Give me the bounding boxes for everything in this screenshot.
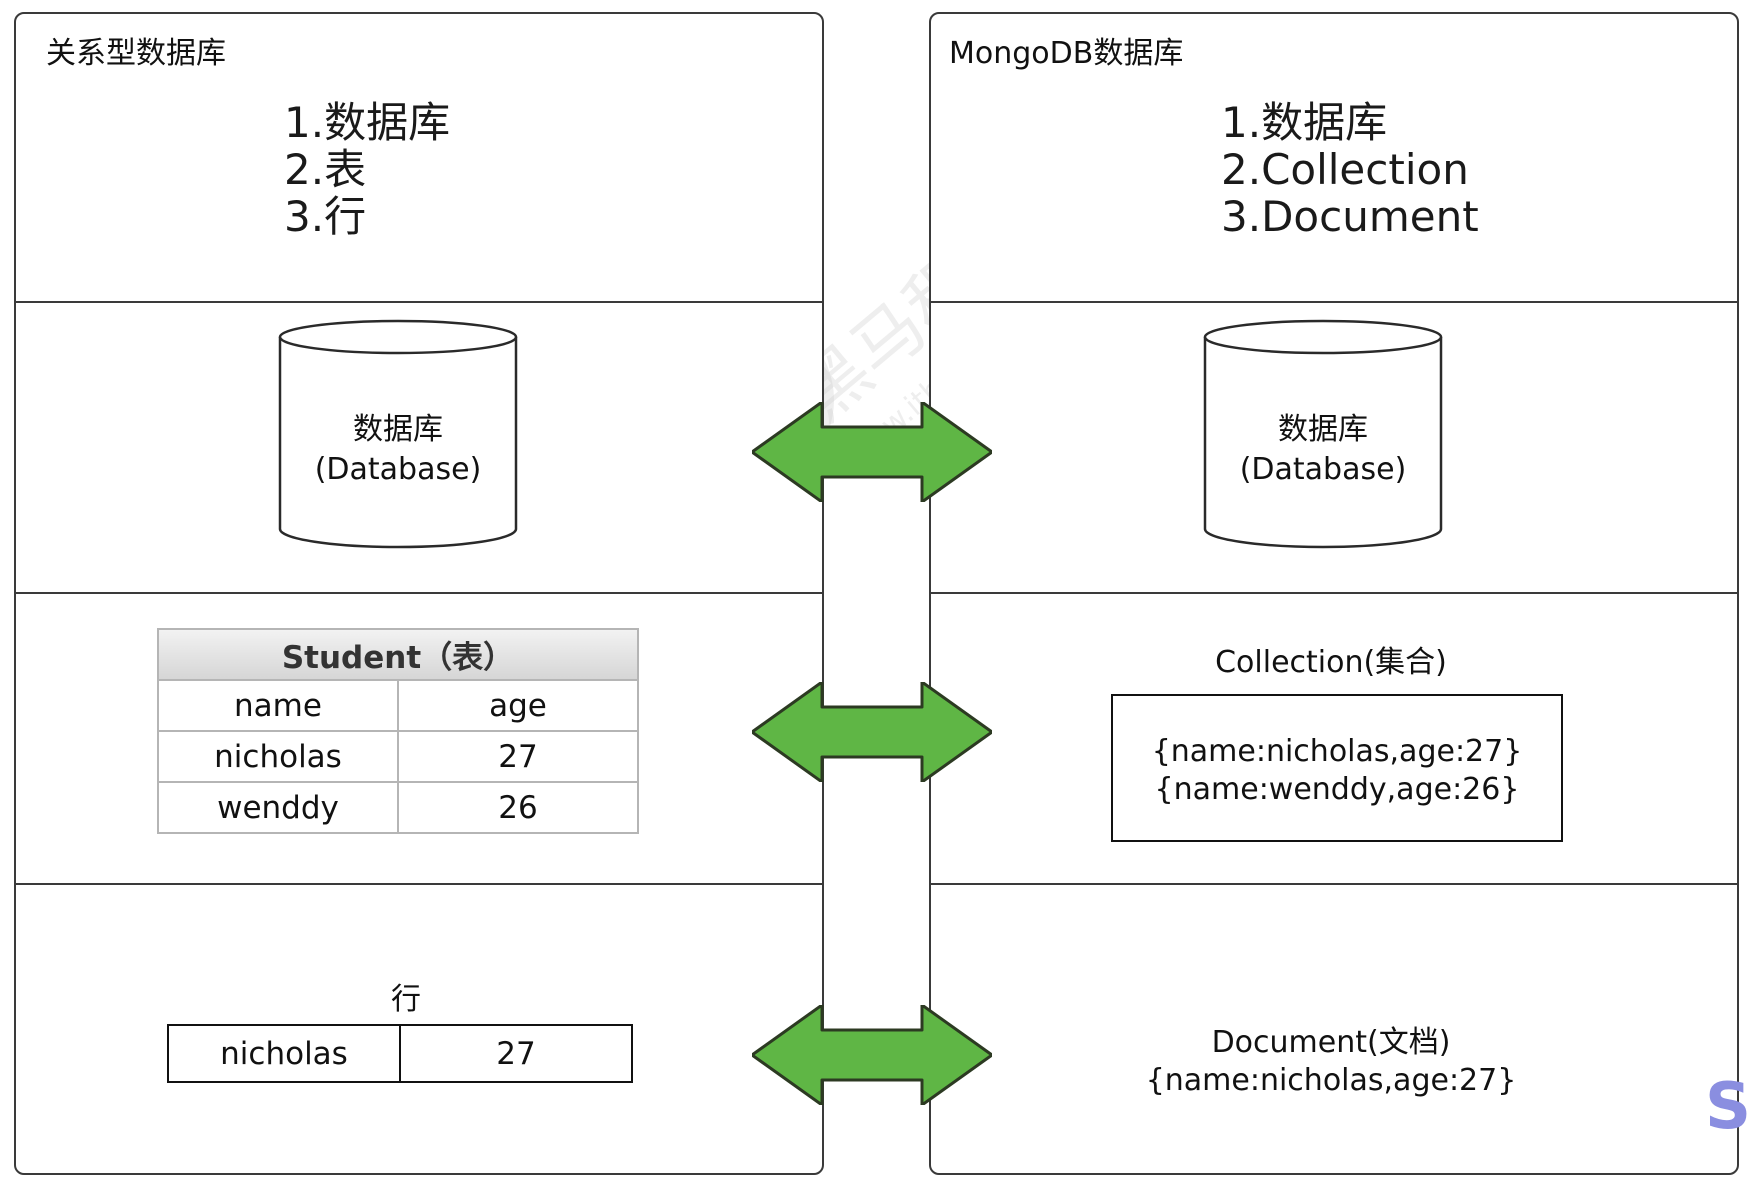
table-row: name age: [157, 679, 639, 732]
concept-item: 3.Document: [1221, 192, 1479, 241]
collection-doc: {name:nicholas,age:27}: [1151, 734, 1523, 769]
cylinder-label: 数据库: [1278, 412, 1368, 447]
double-arrow-table: [752, 682, 992, 782]
divider: [16, 592, 822, 594]
student-table: Student（表） name age nicholas 27 wenddy 2…: [157, 628, 639, 834]
concept-list: 1.数据库 2.Collection 3.Document: [1221, 99, 1479, 240]
divider: [931, 592, 1737, 594]
mongodb-panel: MongoDB数据库 1.数据库 2.Collection 3.Document…: [929, 12, 1739, 1175]
divider: [16, 301, 822, 303]
database-cylinder: 数据库 (Database): [278, 319, 518, 554]
panel-title: 关系型数据库: [46, 36, 226, 71]
divider: [931, 301, 1737, 303]
table-header-cell: age: [397, 679, 639, 732]
row-record: nicholas 27: [167, 1024, 633, 1083]
cylinder-sublabel: (Database): [314, 452, 482, 487]
table-cell: nicholas: [157, 730, 399, 783]
concept-item: 1.数据库: [284, 98, 451, 147]
table-row: nicholas 27: [157, 730, 639, 783]
row-cell: nicholas: [220, 1035, 348, 1072]
table-caption: Student（表）: [157, 628, 639, 681]
database-cylinder: 数据库 (Database): [1203, 319, 1443, 554]
double-arrow-database: [752, 402, 992, 502]
row-caption: 行: [391, 982, 421, 1017]
concept-item: 1.数据库: [1221, 98, 1388, 147]
concept-item: 2.表: [284, 145, 367, 194]
brand-s-logo: S: [1705, 1070, 1752, 1144]
collection-caption: Collection(集合): [1215, 645, 1447, 680]
row-cell: 27: [399, 1026, 631, 1081]
document-caption: Document(文档): [1211, 1025, 1451, 1060]
table-row: wenddy 26: [157, 781, 639, 834]
collection-box: {name:nicholas,age:27} {name:wenddy,age:…: [1111, 694, 1563, 842]
cylinder-sublabel: (Database): [1239, 452, 1407, 487]
cylinder-shape: [278, 319, 518, 549]
table-cell: 27: [397, 730, 639, 783]
concept-item: 3.行: [284, 192, 367, 241]
relational-db-panel: 关系型数据库 1.数据库 2.表 3.行 数据库 (Database) Stud…: [14, 12, 824, 1175]
panel-title: MongoDB数据库: [949, 36, 1184, 71]
concept-list: 1.数据库 2.表 3.行: [284, 99, 450, 240]
table-cell: 26: [397, 781, 639, 834]
cylinder-shape: [1203, 319, 1443, 549]
divider: [931, 883, 1737, 885]
concept-item: 2.Collection: [1221, 145, 1469, 194]
divider: [16, 883, 822, 885]
collection-doc: {name:wenddy,age:26}: [1154, 772, 1520, 807]
cylinder-label: 数据库: [353, 412, 443, 447]
double-arrow-row: [752, 1005, 992, 1105]
document-value: {name:nicholas,age:27}: [1145, 1063, 1517, 1098]
table-cell: wenddy: [157, 781, 399, 834]
table-header-cell: name: [157, 679, 399, 732]
